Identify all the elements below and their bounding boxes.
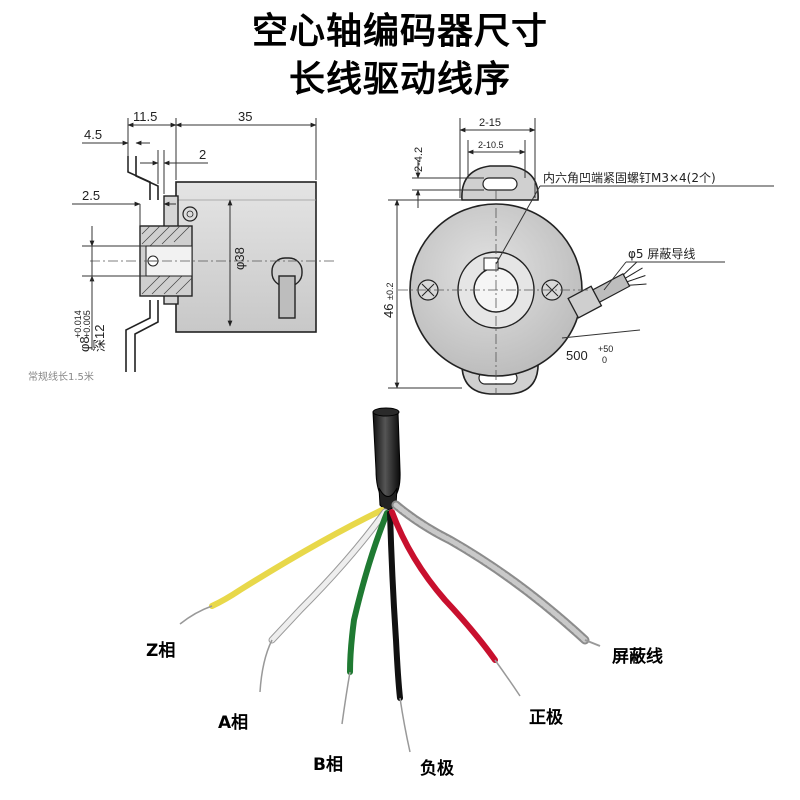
sheath-end — [372, 407, 400, 417]
cable-spec: φ5 屏蔽导线 — [628, 247, 695, 261]
dim-500-tol-up: +50 — [598, 344, 613, 354]
label-shield: 屏蔽线 — [612, 646, 663, 667]
label-positive: 正极 — [529, 708, 563, 728]
wire-white-tip — [259, 639, 273, 693]
screw-note: 内六角凹端紧固螺钉M3×4(2个) — [543, 171, 716, 185]
flange-screw — [182, 206, 198, 222]
dim-46-tol: ±0.2 — [385, 283, 395, 300]
wire-green — [347, 510, 390, 675]
dim-2-5: 2.5 — [82, 188, 100, 203]
wire-white — [269, 509, 388, 643]
cable-exit-side — [278, 275, 296, 319]
depth-12: 深12 — [92, 325, 107, 352]
cable-exit-front — [567, 261, 647, 319]
dim-46: 46 — [381, 304, 396, 318]
slot-top — [482, 177, 518, 191]
dim-2-4-2: 2-4.2 — [413, 147, 425, 172]
tol-upper: +0.014 — [73, 310, 83, 338]
dim-phi8: φ8 — [77, 336, 92, 352]
wire-red-tip — [494, 659, 521, 697]
wire-yellow — [209, 507, 385, 609]
dim-2-10-5: 2-10.5 — [478, 140, 504, 150]
dim-35: 35 — [238, 109, 252, 124]
dim-phi38: φ38 — [232, 247, 247, 270]
set-screw-front — [483, 257, 499, 271]
dim-500: 500 — [566, 348, 588, 363]
dim-500-tol-low: 0 — [602, 355, 607, 365]
wire-yellow-tip — [179, 605, 213, 625]
leader-screw — [495, 185, 541, 265]
title-line1: 空心轴编码器尺寸 — [251, 11, 548, 52]
tol-lower: +0.005 — [82, 310, 92, 338]
dim-11-5: 11.5 — [133, 109, 157, 124]
front-view: 2-15 2-10.5 2-4.2 46 ±0.2 内六角凹端紧固螺钉M3×4(… — [381, 117, 774, 395]
title-line2: 长线驱动线序 — [288, 59, 511, 100]
dim-2: 2 — [199, 147, 206, 162]
cable-illustration: Z相 A相 B相 负极 正极 屏蔽线 — [146, 407, 663, 779]
label-negative: 负极 — [420, 758, 454, 779]
dim-500-line — [561, 329, 641, 339]
wire-black — [387, 510, 403, 701]
label-a-phase: A相 — [218, 712, 248, 733]
dim-2-15: 2-15 — [479, 117, 501, 129]
leader-cable — [603, 261, 627, 291]
bracket-upper-inner — [135, 156, 159, 200]
wire-shield — [393, 502, 588, 643]
side-view: 11.5 35 4.5 2 2.5 φ38 φ8 +0.014 +0.005 深… — [28, 109, 335, 383]
cable-length-note: 常规线长1.5米 — [28, 370, 94, 383]
bracket-lower-inner — [134, 300, 159, 372]
label-b-phase: B相 — [313, 754, 343, 775]
cable-sheath — [372, 411, 401, 499]
dim-4-5: 4.5 — [84, 127, 102, 142]
bracket-lower — [125, 300, 151, 372]
wire-green-tip — [341, 671, 351, 725]
wire-red — [389, 509, 498, 663]
wire-black-tip — [399, 697, 411, 753]
label-z-phase: Z相 — [146, 640, 175, 661]
